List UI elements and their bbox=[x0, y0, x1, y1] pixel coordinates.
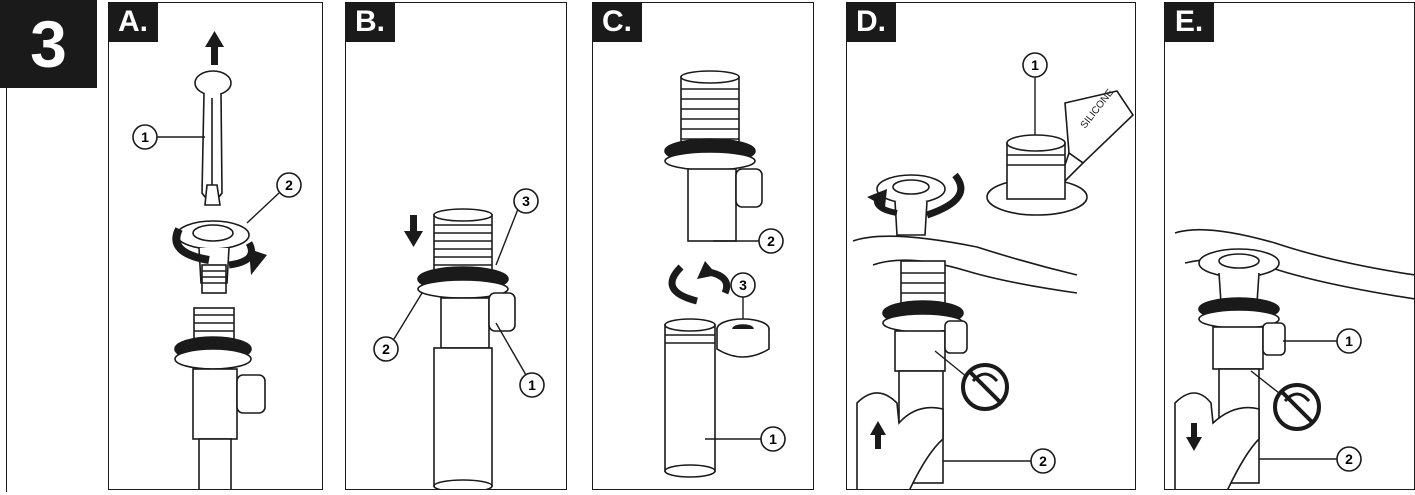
svg-text:2: 2 bbox=[285, 177, 293, 193]
panel-e-tag: E. bbox=[1165, 3, 1214, 42]
stopper-rod bbox=[194, 70, 232, 206]
arrow-down-icon bbox=[1186, 423, 1202, 451]
svg-text:1: 1 bbox=[769, 431, 777, 447]
callout-a-2: 2 bbox=[246, 172, 302, 224]
svg-text:2: 2 bbox=[767, 233, 775, 249]
step-number-badge: 3 bbox=[0, 0, 97, 88]
svg-text:2: 2 bbox=[1039, 453, 1047, 469]
callout-d-1: 1 bbox=[1022, 52, 1048, 135]
panel-a-illustration: 1 2 bbox=[132, 31, 302, 489]
panel-c: 2 3 1 C. bbox=[592, 2, 814, 490]
no-rotate-icon bbox=[961, 363, 1009, 411]
svg-text:1: 1 bbox=[528, 377, 536, 393]
hand bbox=[1174, 392, 1260, 489]
drain-flange bbox=[876, 174, 946, 236]
callout-e-2: 2 bbox=[1259, 446, 1362, 472]
panel-b-illustration: 3 2 1 bbox=[373, 188, 545, 489]
rotate-icon bbox=[867, 172, 965, 219]
rotate-icon bbox=[668, 261, 731, 305]
drain-body bbox=[174, 307, 266, 489]
callout-c-1: 1 bbox=[705, 426, 786, 452]
panel-d: SILICONE bbox=[846, 2, 1136, 490]
panel-a: 1 2 A. bbox=[108, 2, 323, 490]
panel-c-illustration: 2 3 1 bbox=[664, 70, 786, 478]
rotate-icon bbox=[172, 227, 267, 275]
callout-e-1: 1 bbox=[1283, 328, 1362, 354]
tailpiece-pipe bbox=[664, 318, 716, 478]
callout-b-2: 2 bbox=[373, 292, 423, 362]
svg-text:1: 1 bbox=[1031, 57, 1039, 73]
panel-b-tag: B. bbox=[346, 3, 395, 42]
drain-flange bbox=[1198, 248, 1280, 304]
panel-d-tag: D. bbox=[847, 3, 896, 42]
drain-flange bbox=[176, 220, 250, 294]
threaded-tailpiece bbox=[417, 208, 516, 489]
panel-e-illustration: 1 2 bbox=[1174, 228, 1414, 489]
arrow-down-icon bbox=[404, 215, 423, 247]
panel-c-tag: C. bbox=[593, 3, 642, 42]
callout-c-2: 2 bbox=[713, 228, 784, 254]
hand bbox=[856, 392, 944, 489]
no-rotate-icon bbox=[1273, 383, 1321, 431]
svg-text:2: 2 bbox=[382, 341, 390, 357]
sink-basin bbox=[852, 235, 1078, 294]
step-divider-line bbox=[6, 88, 7, 492]
callout-b-3: 3 bbox=[495, 188, 539, 266]
panel-e: 1 2 E. bbox=[1164, 2, 1415, 490]
panel-b: 3 2 1 B. bbox=[345, 2, 567, 490]
callout-a-1: 1 bbox=[132, 124, 205, 150]
svg-text:3: 3 bbox=[522, 193, 530, 209]
arrow-up-icon bbox=[205, 31, 224, 65]
callout-c-3: 3 bbox=[730, 272, 756, 319]
panel-d-illustration: SILICONE bbox=[852, 52, 1135, 489]
svg-text:1: 1 bbox=[141, 129, 149, 145]
drain-flange-sealant bbox=[986, 134, 1088, 216]
silicone-tube: SILICONE bbox=[1056, 87, 1135, 190]
svg-text:2: 2 bbox=[1345, 451, 1353, 467]
svg-text:1: 1 bbox=[1345, 333, 1353, 349]
drain-assembly-upper bbox=[664, 70, 763, 242]
washer-spool bbox=[716, 318, 770, 358]
panel-a-tag: A. bbox=[109, 3, 158, 42]
svg-text:3: 3 bbox=[739, 277, 747, 293]
arrow-up-icon bbox=[870, 421, 886, 449]
callout-d-2: 2 bbox=[943, 448, 1056, 474]
callout-b-1: 1 bbox=[495, 322, 545, 398]
